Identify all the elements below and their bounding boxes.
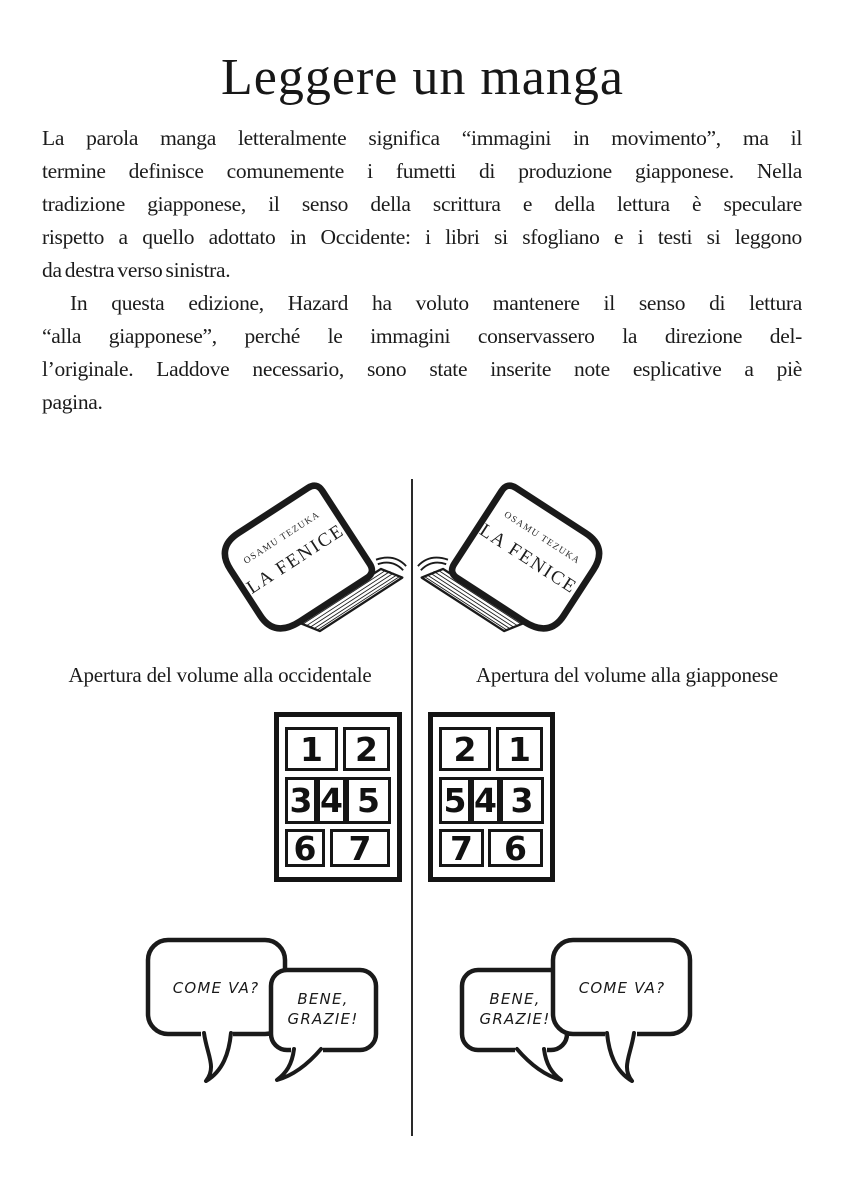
panel-number: 1 (496, 727, 543, 771)
panel-number: 6 (488, 829, 543, 867)
panel-number: 3 (499, 777, 544, 824)
caption-western: Apertura del volume alla occidentale (68, 663, 372, 687)
paragraph1-line: da destra verso sinistra. (42, 258, 231, 282)
panel-row: 7 6 (439, 829, 543, 867)
panel-number: 4 (317, 777, 346, 824)
paragraph2-line: l’originale. Laddove necessario, sono st… (42, 357, 802, 381)
panel-number: 4 (471, 777, 500, 824)
paragraph1-line: rispetto a quello adottato in Occidente:… (42, 225, 802, 249)
panel-row: 5 4 3 (439, 777, 544, 824)
paragraph1-line: La parola manga letteralmente significa … (42, 126, 802, 150)
bubble-tail (202, 1031, 233, 1083)
bubble-answer-text-line2: GRAZIE! (288, 1010, 359, 1028)
bubble-answer-text-line1: BENE, (489, 990, 540, 1008)
panel-number: 1 (285, 727, 338, 771)
panel-row: 1 2 (285, 727, 390, 771)
caption-japanese: Apertura del volume alla giapponese (475, 663, 779, 687)
answer-bubble (268, 967, 379, 1053)
page-title: Leggere un manga (221, 49, 624, 106)
body-text: La parola manga letteralmente significa … (42, 122, 802, 419)
book-illustration-japanese: OSAMU TEZUKA LA FENICE (417, 482, 603, 633)
paragraph2-line: In questa edizione, Hazard ha voluto man… (70, 291, 802, 315)
panel-row: 6 7 (285, 829, 390, 867)
paragraph1-line: tradizione giapponese, il senso della sc… (42, 192, 802, 216)
figure-divider-line (411, 479, 413, 1136)
book-illustration-western: OSAMU TEZUKA LA FENICE (221, 482, 407, 633)
panel-number: 6 (285, 829, 325, 867)
bubble-answer-text-line1: BENE, (297, 990, 348, 1008)
bubble-question-text: COME VA? (173, 979, 260, 997)
paragraph1-line: termine definisce comunemente i fumetti … (42, 159, 802, 183)
panel-number: 7 (439, 829, 484, 867)
panel-number: 2 (343, 727, 390, 771)
paragraph2-line: “alla giapponese”, perché le immagini co… (42, 324, 802, 348)
panel-number: 2 (439, 727, 491, 771)
speech-bubbles-japanese: BENE, GRAZIE! COME VA? (459, 937, 693, 1083)
panel-number: 7 (330, 829, 390, 867)
bubble-answer-text-line2: GRAZIE! (480, 1010, 551, 1028)
panel-row: 2 1 (439, 727, 543, 771)
panel-number: 5 (345, 777, 391, 824)
bubble-tail (605, 1031, 636, 1083)
panel-grid-japanese: 2 1 5 4 3 7 6 (428, 712, 555, 882)
paragraph2-line: pagina. (42, 390, 103, 414)
bubble-question-text: COME VA? (579, 979, 666, 997)
panel-number: 3 (285, 777, 317, 824)
bubble-tail (275, 1047, 323, 1082)
speech-bubbles-western: COME VA? BENE, GRAZIE! (145, 937, 379, 1083)
panel-grid-western: 1 2 3 4 5 6 7 (274, 712, 402, 882)
bubble-tail (515, 1047, 563, 1082)
panel-number: 5 (439, 777, 471, 824)
panel-row: 3 4 5 (285, 777, 391, 824)
